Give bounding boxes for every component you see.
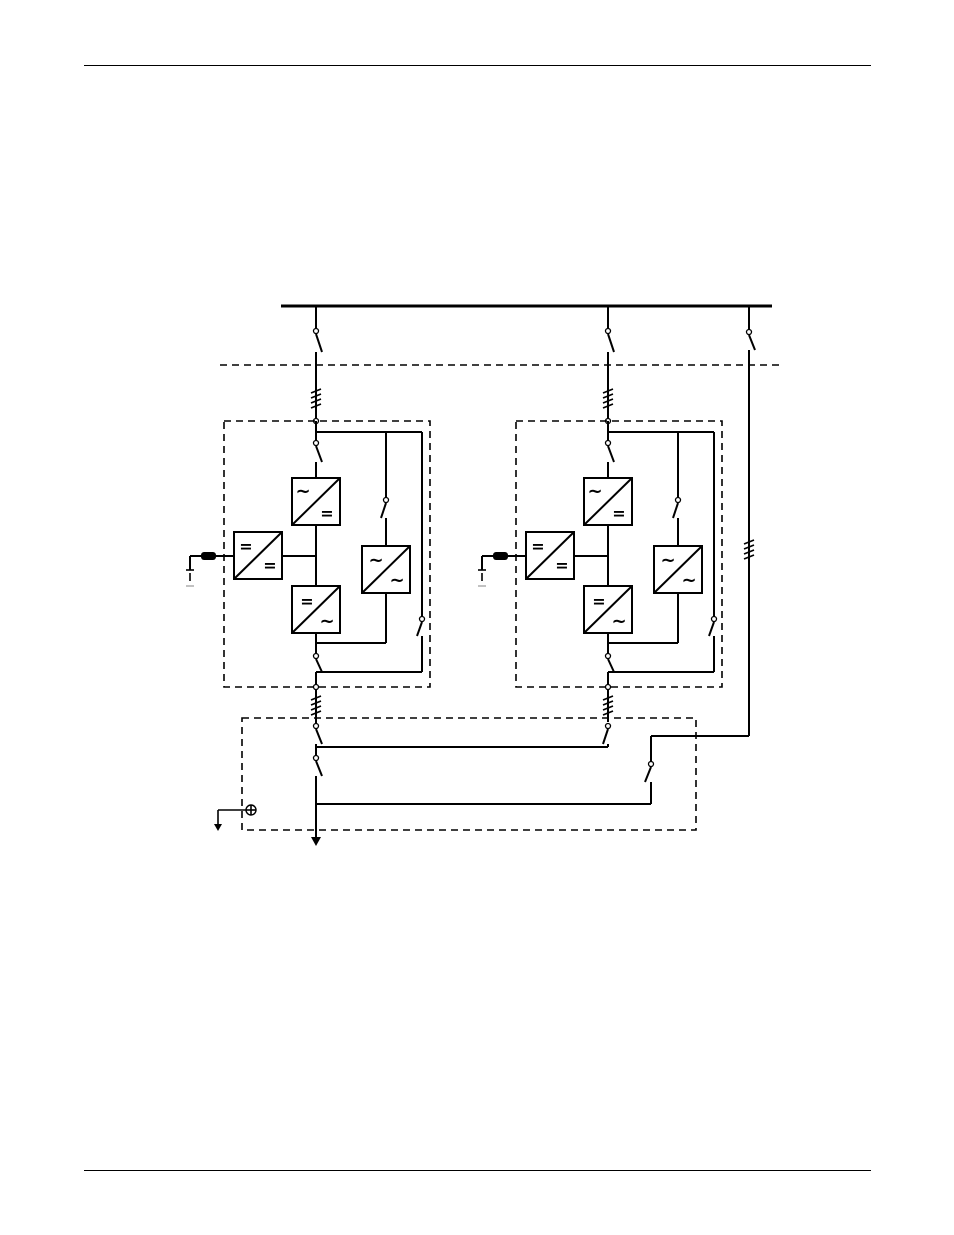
svg-text:=: = [612,504,625,523]
svg-text:∼: ∼ [611,611,626,632]
svg-text:∼: ∼ [587,481,602,502]
static-bypass-block: ∼ ∼ [362,546,410,593]
rectifier-block: ∼ = [292,478,340,525]
ups-module-1: ∼ = = = = ∼ [186,306,430,722]
svg-text:∼: ∼ [295,481,310,502]
load-output-arrow [311,837,321,846]
cable-tick-icon [603,388,613,421]
svg-text:∼: ∼ [319,611,334,632]
dc-dc-converter-block: = = [234,532,282,579]
dc-dc-converter-block: = = [526,532,574,579]
svg-text:=: = [320,504,333,523]
output-switchgear [311,722,651,846]
battery-icon [478,552,526,586]
svg-text:=: = [263,556,276,575]
inverter-block: = ∼ [584,586,632,633]
input-breaker-1 [314,329,323,389]
rectifier-block: ∼ = [584,478,632,525]
svg-text:∼: ∼ [681,570,696,591]
ups-module-2: ∼ = = = = ∼ ∼ ∼ [478,306,722,722]
earth-ground-icon [214,805,256,831]
svg-text:=: = [555,556,568,575]
svg-text:∼: ∼ [368,550,383,571]
static-bypass-block: ∼ ∼ [654,546,702,593]
output-cabinet-enclosure [242,718,696,830]
svg-text:∼: ∼ [660,550,675,571]
cable-tick-icon [311,388,321,421]
svg-text:∼: ∼ [389,570,404,591]
svg-text:=: = [300,592,313,611]
battery-icon [186,552,234,586]
inverter-block: = ∼ [292,586,340,633]
input-breaker-2 [606,329,615,389]
svg-text:=: = [531,537,544,556]
svg-text:=: = [592,592,605,611]
svg-text:=: = [239,537,252,556]
